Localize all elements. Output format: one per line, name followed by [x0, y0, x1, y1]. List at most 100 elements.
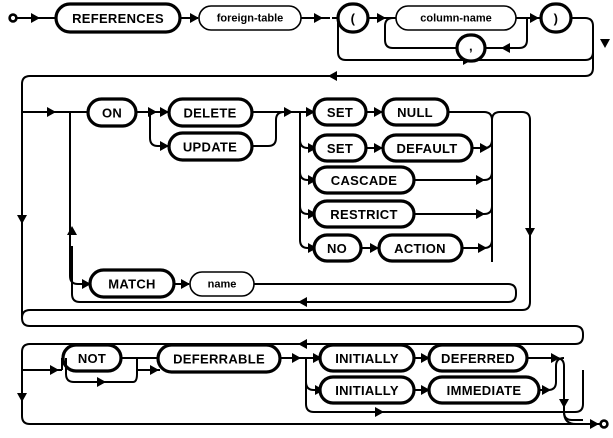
node-default: DEFAULT: [381, 133, 474, 163]
node-delete: DELETE: [167, 97, 254, 128]
node-on: ON: [86, 97, 138, 128]
arrow-ref-to-table: [190, 13, 199, 23]
rail-comma-right: [485, 18, 528, 49]
rail-update-join: [252, 111, 285, 147]
node-set1-label: SET: [327, 105, 353, 120]
arrow-cascade-join: [476, 175, 485, 185]
rail-paren-skip: [337, 18, 585, 61]
node-lparen-label: (: [351, 11, 356, 26]
node-null-label: NULL: [397, 105, 433, 120]
node-lparen: (: [336, 2, 370, 34]
arrow-restrict-join: [476, 209, 485, 219]
rail-row2-right-corner: [574, 325, 584, 335]
node-references: REFERENCES: [54, 2, 182, 34]
arrow-row2-wrap: [298, 339, 307, 349]
node-not: NOT: [61, 343, 123, 373]
node-rparen-label: ): [554, 11, 559, 26]
arrow-row1-wrap: [328, 71, 337, 81]
rail-on-group-out: [30, 111, 531, 311]
rail-row2-bypass: [21, 112, 31, 327]
node-delete-label: DELETE: [183, 106, 236, 121]
arrow-on-group-down: [525, 228, 535, 237]
node-immediate-label: IMMEDIATE: [447, 383, 522, 398]
node-deferrable: DEFERRABLE: [156, 343, 282, 374]
rail-match-out: [71, 246, 517, 303]
rail-to-initially2: [305, 381, 320, 391]
start-marker: [8, 13, 18, 23]
rail-to-set2: [299, 139, 313, 149]
node-action: ACTION: [377, 233, 464, 263]
arrow-row2-entry: [47, 107, 56, 117]
arrow-start: [31, 13, 40, 23]
node-update-label: UPDATE: [183, 140, 237, 155]
node-comma: ,: [455, 33, 487, 63]
arrow-action-join: [478, 243, 487, 253]
node-update: UPDATE: [167, 131, 254, 162]
rail-down-to-end: [563, 411, 583, 421]
rail-to-update: [149, 112, 168, 147]
node-name: name: [189, 271, 255, 297]
arrow-match-up: [67, 226, 77, 235]
node-default-label: DEFAULT: [396, 141, 457, 156]
rail-action-join: [462, 239, 493, 249]
node-no: NO: [312, 233, 363, 263]
node-deferred: DEFERRED: [427, 343, 529, 373]
node-initially1-label: INITIALLY: [335, 351, 399, 366]
rail-to-no: [299, 239, 313, 249]
node-column-name: column-name: [395, 5, 517, 31]
arrow-initially-skip: [375, 407, 384, 417]
arrow-end: [590, 419, 599, 429]
node-foreign-table: foreign-table: [198, 5, 302, 31]
node-match-label: MATCH: [108, 277, 155, 292]
arrow-final-down: [559, 399, 569, 408]
node-action-label: ACTION: [394, 241, 446, 256]
node-not-label: NOT: [78, 351, 106, 366]
rail-to-restrict: [299, 205, 313, 215]
arrow-to-deferrable: [150, 365, 159, 375]
node-deferred-label: DEFERRED: [441, 351, 515, 366]
rail-immediate-join: [539, 357, 565, 391]
rail-initially-group-join: [400, 370, 584, 413]
rail-not-out: [121, 357, 138, 370]
node-match: MATCH: [88, 268, 176, 299]
node-on-label: ON: [102, 106, 122, 121]
rail-row1-to-row2: [21, 52, 594, 106]
node-column-name-label: column-name: [420, 13, 492, 25]
arrow-not-skip: [97, 377, 106, 387]
node-references-label: REFERENCES: [72, 11, 164, 26]
node-restrict-label: RESTRICT: [330, 207, 397, 222]
arrow-table-to-branch: [314, 13, 323, 23]
node-comma-label: ,: [469, 39, 473, 54]
node-foreign-table-label: foreign-table: [217, 13, 284, 25]
arrow-row3-bypass: [17, 393, 27, 402]
rail-initially-skip: [305, 358, 400, 413]
end-marker: [599, 419, 609, 429]
node-initially-1: INITIALLY: [318, 343, 416, 373]
arrow-deferrable-out: [292, 353, 301, 363]
rail-to-cascade: [299, 171, 313, 181]
arrow-match-name: [181, 279, 190, 289]
arrow-immediate-join: [542, 385, 551, 395]
arrow-row3-entry: [50, 365, 59, 375]
node-null: NULL: [381, 97, 450, 127]
arrow-row2-bypass: [17, 215, 27, 224]
arrow-lparen-to-col: [377, 13, 386, 23]
node-rparen: ): [539, 2, 573, 34]
node-cascade: CASCADE: [312, 165, 416, 195]
arrow-col-to-rparen: [530, 13, 539, 23]
arrow-match-wrap: [298, 297, 307, 307]
node-set-null-set: SET: [312, 97, 368, 127]
arrow-default-join: [480, 143, 489, 153]
rail-rparen-join: [571, 17, 594, 61]
rail-end-curve: [563, 411, 577, 425]
node-immediate: IMMEDIATE: [427, 375, 541, 405]
node-cascade-label: CASCADE: [331, 173, 397, 188]
rail-not-skip: [65, 358, 138, 383]
arrow-rparen-down: [600, 39, 610, 48]
arrow-deferred-out: [551, 353, 560, 363]
node-no-label: NO: [327, 241, 347, 256]
node-set-default-set: SET: [312, 133, 368, 163]
node-restrict: RESTRICT: [312, 199, 416, 229]
rail-row3-bypass: [21, 370, 31, 425]
